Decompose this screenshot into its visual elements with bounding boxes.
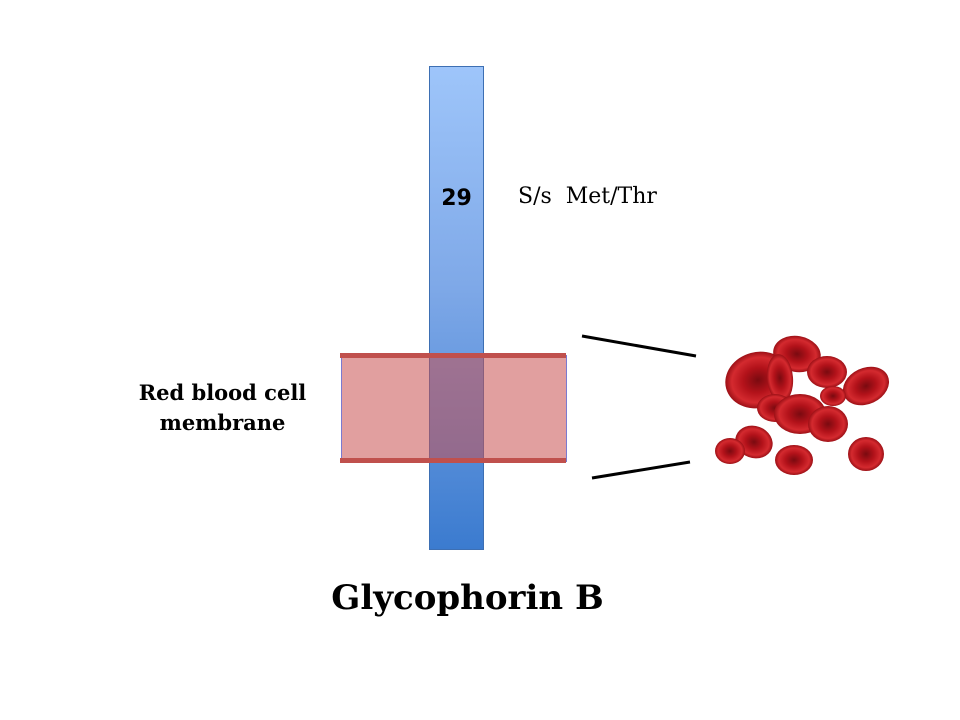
red-blood-cell xyxy=(848,437,884,471)
diagram-title: Glycophorin B xyxy=(331,578,604,618)
red-blood-cell xyxy=(766,354,794,402)
residue-number-label: 29 xyxy=(441,186,472,211)
membrane-bottom-edge xyxy=(340,458,566,463)
red-blood-cell xyxy=(820,386,846,406)
membrane-region xyxy=(341,355,567,462)
membrane-label-line2: membrane xyxy=(159,410,286,435)
red-blood-cell xyxy=(775,445,813,475)
red-blood-cell xyxy=(808,406,848,442)
red-blood-cell xyxy=(842,366,890,406)
membrane-label-line1: Red blood cell xyxy=(138,380,307,405)
membrane-label: Red blood cell membrane xyxy=(110,378,335,438)
glycophorin-b-protein-bar xyxy=(429,66,484,550)
variant-label: S/s Met/Thr xyxy=(518,184,657,209)
membrane-top-edge xyxy=(340,353,566,358)
red-blood-cells-illustration xyxy=(715,335,890,475)
zoom-line-bottom xyxy=(591,460,691,480)
red-blood-cell xyxy=(807,356,847,388)
red-blood-cell xyxy=(715,438,745,464)
zoom-line-top xyxy=(581,334,697,358)
